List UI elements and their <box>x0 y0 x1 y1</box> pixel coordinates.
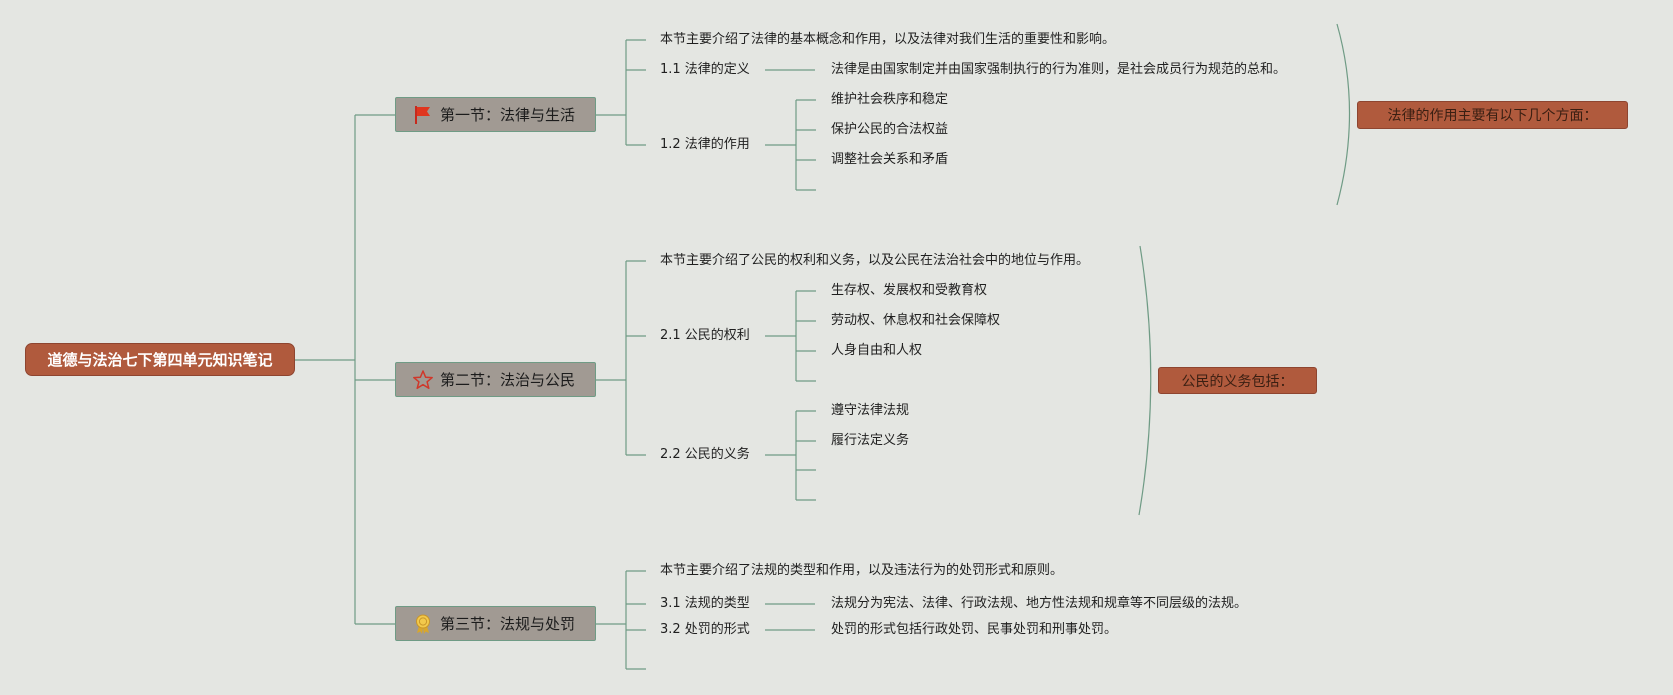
section-title: 第二节：法治与公民 <box>440 371 576 389</box>
bracket-curve <box>1138 245 1152 516</box>
red-flag-icon <box>412 104 434 126</box>
list-item: 生存权、发展权和受教育权 <box>831 283 988 298</box>
section-title: 第一节：法律与生活 <box>440 106 576 124</box>
subtopic-detail: 处罚的形式包括行政处罚、民事处罚和刑事处罚。 <box>831 622 1118 637</box>
award-medal-icon <box>412 613 434 635</box>
list-item: 履行法定义务 <box>831 433 910 448</box>
subtopic-detail: 法规分为宪法、法律、行政法规、地方性法规和规章等不同层级的法规。 <box>831 596 1248 611</box>
subtopic-label[interactable]: 2.1 公民的权利 <box>660 328 750 343</box>
list-item: 遵守法律法规 <box>831 403 910 418</box>
summary-callout-1[interactable]: 法律的作用主要有以下几个方面： <box>1357 101 1628 129</box>
subtopic-label[interactable]: 3.2 处罚的形式 <box>660 622 750 637</box>
list-item: 保护公民的合法权益 <box>831 122 949 137</box>
section-title: 第三节：法规与处罚 <box>440 615 576 633</box>
callout-text: 法律的作用主要有以下几个方面： <box>1387 108 1598 124</box>
list-item: 人身自由和人权 <box>831 343 923 358</box>
list-item: 劳动权、休息权和社会保障权 <box>831 313 1001 328</box>
subtopic-label[interactable]: 2.2 公民的义务 <box>660 447 750 462</box>
section-summary: 本节主要介绍了法规的类型和作用，以及违法行为的处罚形式和原则。 <box>660 563 1064 578</box>
section-node-3[interactable]: 第三节：法规与处罚 <box>395 606 596 641</box>
root-title: 道德与法治七下第四单元知识笔记 <box>47 351 273 369</box>
subtopic-label[interactable]: 1.1 法律的定义 <box>660 62 750 77</box>
section-node-2[interactable]: 第二节：法治与公民 <box>395 362 596 397</box>
section-node-1[interactable]: 第一节：法律与生活 <box>395 97 596 132</box>
subtopic-label[interactable]: 1.2 法律的作用 <box>660 137 750 152</box>
callout-text: 公民的义务包括： <box>1181 373 1294 390</box>
summary-callout-2[interactable]: 公民的义务包括： <box>1158 367 1317 394</box>
list-item: 调整社会关系和矛盾 <box>831 152 949 167</box>
subtopic-detail: 法律是由国家制定并由国家强制执行的行为准则，是社会成员行为规范的总和。 <box>831 62 1287 77</box>
section-summary: 本节主要介绍了法律的基本概念和作用，以及法律对我们生活的重要性和影响。 <box>660 32 1116 47</box>
subtopic-label[interactable]: 3.1 法规的类型 <box>660 596 750 611</box>
section-summary: 本节主要介绍了公民的权利和义务，以及公民在法治社会中的地位与作用。 <box>660 253 1090 268</box>
bracket-curve <box>1336 23 1351 206</box>
star-outline-icon <box>412 369 434 391</box>
list-item: 维护社会秩序和稳定 <box>831 92 949 107</box>
root-node[interactable]: 道德与法治七下第四单元知识笔记 <box>25 343 295 376</box>
